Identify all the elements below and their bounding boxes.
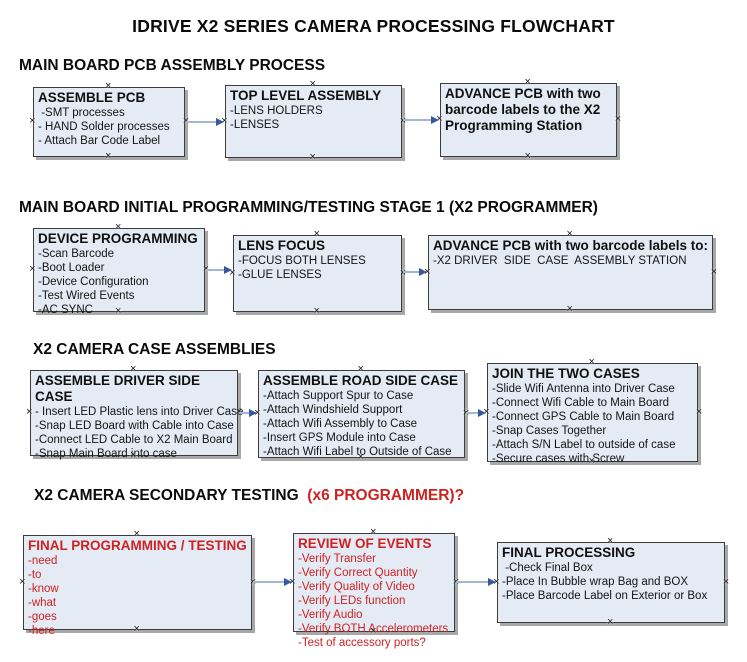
box-line: -to <box>28 569 42 581</box>
box-line: -Attach Wifi Label to Outside of Case <box>263 446 452 458</box>
box-line: -FOCUS BOTH LENSES <box>238 255 366 267</box>
box-title: LENS FOCUS <box>238 238 326 253</box>
box-review-of-events: REVIEW OF EVENTS -Verify Transfer -Verif… <box>289 528 459 649</box>
box-title: DEVICE PROGRAMMING <box>38 231 198 246</box>
flow-arrow <box>466 409 486 417</box>
arrow-shaft <box>206 269 224 271</box>
box-line: -Attach S/N Label to outside of case <box>492 439 676 451</box>
arrow-shaft <box>403 119 431 121</box>
box-line: -here <box>28 625 55 637</box>
box-title: ASSEMBLE DRIVER SIDE CASE <box>35 373 201 404</box>
box-line: -GLUE LENSES <box>238 269 322 281</box>
arrow-head-icon <box>249 409 257 417</box>
arrow-shaft <box>466 412 478 414</box>
box-line: -Verify BOTH Accelerometers <box>298 623 449 635</box>
box-line: -Snap Main Board into case <box>35 448 177 460</box>
box-line: -Test of accessory ports? <box>298 637 426 649</box>
box-title: ASSEMBLE ROAD SIDE CASE <box>263 373 459 388</box>
flow-arrow <box>403 116 439 124</box>
box-title: JOIN THE TWO CASES <box>492 366 640 381</box>
box-line: -Snap Cases Together <box>492 425 607 437</box>
box-line: -AC SYNC <box>38 304 93 316</box>
box-line: -Verify Transfer <box>298 553 376 565</box>
box-line: -Insert GPS Module into Case <box>263 432 416 444</box>
box-line: -Place Barcode Label on Exterior or Box <box>502 590 708 602</box>
box-line: -Connect GPS Cable to Main Board <box>492 411 675 423</box>
flow-arrow <box>239 409 257 417</box>
box-line: - Insert LED Plastic lens into Driver Ca… <box>35 406 244 418</box>
box-line: -Snap LED Board with Cable into Case <box>35 420 234 432</box>
box-line: -Connect LED Cable to X2 Main Board <box>35 434 233 446</box>
box-line: -know <box>28 583 59 595</box>
arrow-head-icon <box>431 116 439 124</box>
box-line: -Secure cases with Screw <box>492 453 625 465</box>
box-line: -Scan Barcode <box>38 248 115 260</box>
section-heading-pcb-assembly: MAIN BOARD PCB ASSEMBLY PROCESS <box>19 57 326 74</box>
box-line: -X2 DRIVER SIDE CASE ASSEMBLY STATION <box>433 255 687 267</box>
box-title: TOP LEVEL ASSEMBLY <box>230 88 382 103</box>
heading-black-part: X2 CAMERA SECONDARY TESTING <box>34 487 303 504</box>
flow-arrow <box>456 578 496 586</box>
box-advance-pcb-programming-station: ADVANCE PCB with two barcode labels to t… <box>436 78 621 161</box>
arrow-head-icon <box>488 578 496 586</box>
arrow-head-icon <box>284 578 292 586</box>
flow-arrow <box>206 266 232 274</box>
box-final-processing: FINAL PROCESSING -Check Final Box -Place… <box>493 537 729 627</box>
arrow-shaft <box>403 271 419 273</box>
box-title: ASSEMBLE PCB <box>38 90 146 105</box>
flow-arrow <box>186 118 224 126</box>
box-line: -goes <box>28 611 57 623</box>
box-line: -Slide Wifi Antenna into Driver Case <box>492 383 675 395</box>
arrow-shaft <box>253 581 284 583</box>
box-line: -need <box>28 555 58 567</box>
box-line: -Check Final Box <box>502 562 593 574</box>
box-line: -Attach Support Spur to Case <box>263 390 414 402</box>
section-heading-case-assemblies: X2 CAMERA CASE ASSEMBLIES <box>33 341 276 358</box>
box-line: -SMT processes <box>38 107 125 119</box>
flow-arrow <box>253 578 292 586</box>
arrow-head-icon <box>216 118 224 126</box>
box-line: -LENS HOLDERS <box>230 105 323 117</box>
box-line: -Connect Wifi Cable to Main Board <box>492 397 670 409</box>
box-join-the-two-cases: JOIN THE TWO CASES -Slide Wifi Antenna i… <box>483 358 702 466</box>
box-line: -Verify Correct Quantity <box>298 567 418 579</box>
box-lens-focus: LENS FOCUS -FOCUS BOTH LENSES -GLUE LENS… <box>229 230 406 316</box>
box-line: -Boot Loader <box>38 262 105 274</box>
arrow-shaft <box>456 581 488 583</box>
box-line: -Attach Windshield Support <box>263 404 403 416</box>
box-assemble-driver-side-case: ASSEMBLE DRIVER SIDE CASE - Insert LED P… <box>26 365 244 460</box>
box-line: -Attach Wifi Assembly to Case <box>263 418 418 430</box>
arrow-shaft <box>186 121 216 123</box>
box-device-programming: DEVICE PROGRAMMING -Scan Barcode -Boot L… <box>29 223 209 316</box>
page-title: IDRIVE X2 SERIES CAMERA PROCESSING FLOWC… <box>132 16 615 36</box>
box-title: FINAL PROCESSING <box>502 545 636 560</box>
flow-arrow <box>403 268 427 276</box>
arrow-head-icon <box>419 268 427 276</box>
box-title: ADVANCE PCB with two barcode labels to: <box>433 238 709 253</box>
box-title: FINAL PROGRAMMING / TESTING <box>28 538 247 553</box>
box-line: -Place In Bubble wrap Bag and BOX <box>502 576 689 588</box>
section-heading-secondary-testing: X2 CAMERA SECONDARY TESTING (x6 PROGRAMM… <box>34 487 464 505</box>
box-line: -Verify Audio <box>298 609 363 621</box>
box-line: - Attach Bar Code Label <box>38 135 161 147</box>
box-assemble-road-side-case: ASSEMBLE ROAD SIDE CASE -Attach Support … <box>254 365 469 462</box>
box-advance-pcb-case-station: ADVANCE PCB with two barcode labels to: … <box>424 230 717 314</box>
arrow-head-icon <box>478 409 486 417</box>
heading-red-part: (x6 PROGRAMMER)? <box>303 487 465 504</box>
box-line: -LENSES <box>230 119 280 131</box>
box-line: -Verify Quality of Video <box>298 581 415 593</box>
arrow-shaft <box>239 412 249 414</box>
box-line: - HAND Solder processes <box>38 121 170 133</box>
box-line: -Device Configuration <box>38 276 149 288</box>
box-line: -Verify LEDs function <box>298 595 406 607</box>
box-assemble-pcb: ASSEMBLE PCB -SMT processes - HAND Solde… <box>29 82 189 161</box>
box-title: REVIEW OF EVENTS <box>298 536 432 551</box>
box-title: ADVANCE PCB with two barcode labels to t… <box>445 86 601 133</box>
box-line: -Test Wired Events <box>38 290 135 302</box>
box-line: -what <box>28 597 57 609</box>
box-final-programming-testing: FINAL PROGRAMMING / TESTING -need -to -k… <box>19 530 256 637</box>
section-heading-initial-programming: MAIN BOARD INITIAL PROGRAMMING/TESTING S… <box>19 199 598 216</box>
box-top-level-assembly: TOP LEVEL ASSEMBLY -LENS HOLDERS -LENSES <box>221 80 406 162</box>
arrow-head-icon <box>224 266 232 274</box>
